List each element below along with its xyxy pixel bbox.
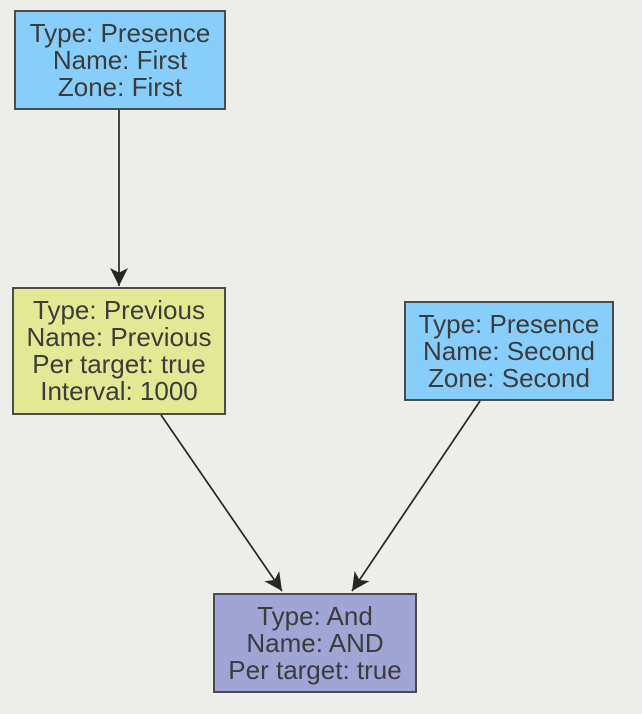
node-text-line: Name: Previous [26, 322, 212, 352]
node-text-line: Name: First [52, 44, 188, 75]
node-text-line: Zone: First [57, 71, 183, 102]
node-text-line: Zone: Second [428, 362, 590, 393]
edge-previous-to-and [160, 414, 283, 592]
node-text-line: Type: Previous [33, 295, 205, 325]
node-text-line: Per target: true [32, 349, 206, 379]
node-text-line: Type: Presence [29, 17, 211, 48]
node-presence-first: Type: Presence Name: First Zone: First [14, 10, 226, 110]
edge-second-to-and [351, 400, 481, 592]
node-text-line: Name: Second [423, 335, 595, 366]
node-presence-second: Type: Presence Name: Second Zone: Second [404, 301, 614, 401]
node-text-line: Type: Presence [418, 308, 600, 339]
node-text-line: Name: AND [246, 627, 384, 658]
node-and: Type: And Name: AND Per target: true [213, 593, 417, 693]
node-text-line: Type: And [257, 600, 373, 631]
node-text-line: Interval: 1000 [40, 376, 198, 406]
node-text-line: Per target: true [228, 654, 402, 685]
node-previous: Type: Previous Name: Previous Per target… [12, 287, 226, 415]
